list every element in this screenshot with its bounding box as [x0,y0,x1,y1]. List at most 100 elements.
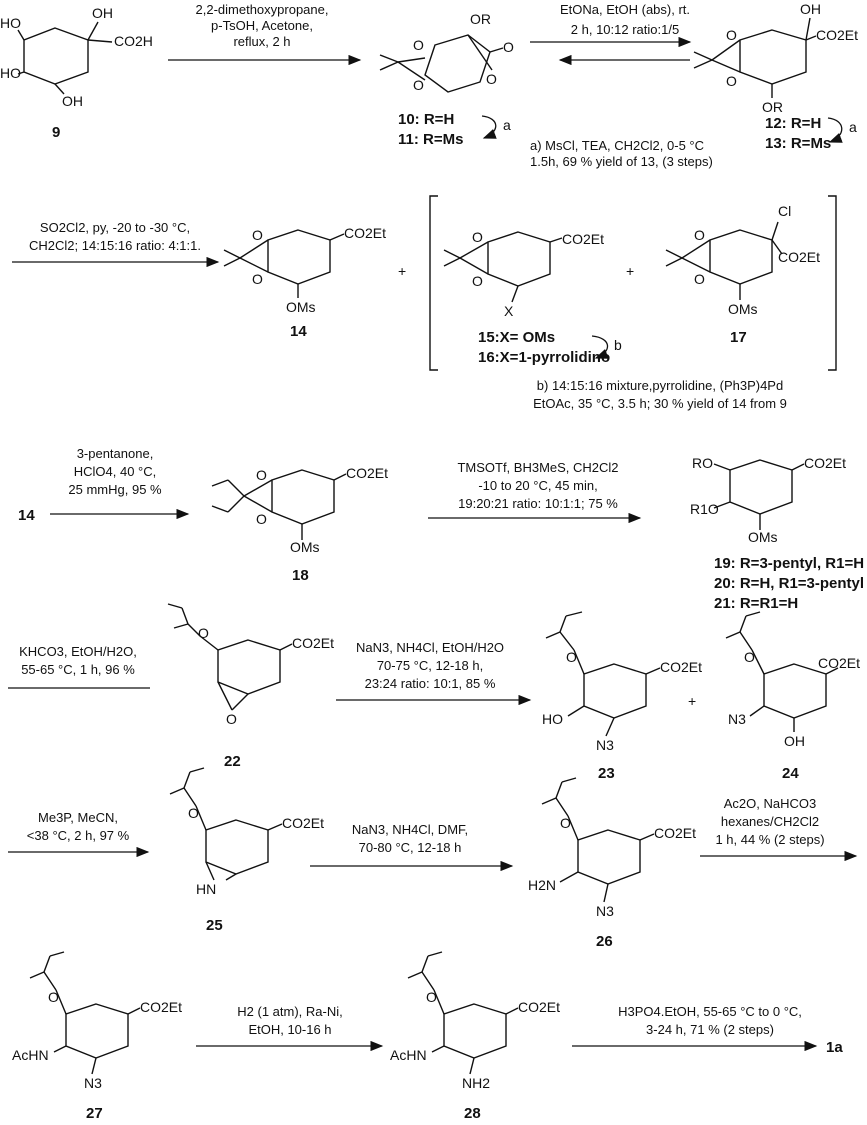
c15-oxygen-2: O [472,273,483,289]
cond2-line1: EtONa, EtOH (abs), rt. [560,2,690,17]
compound-25: O CO2Et HN 25 [169,767,324,934]
c12-label: 12: R=H [765,115,821,132]
c26-ester: CO2Et [654,825,696,841]
c14-ester: CO2Et [344,225,386,241]
row3-cond1-line2: HClO4, 40 °C, [74,464,157,479]
arrow-15-to-16 [591,335,609,359]
compound-10: O O OR O O 10: R=H 11: R=Ms [379,11,514,148]
arrow-10-to-11 [481,115,497,139]
compound-24: O CO2Et N3 OH 24 [725,611,860,782]
c9-hydroxyl-d: OH [62,93,83,109]
plus-sign-2: + [626,263,634,279]
c18-oxygen-2: O [256,511,267,527]
c18-number: 18 [292,567,309,584]
compound-23: O CO2Et HO N3 23 [542,611,702,782]
arrow-12-to-13 [827,117,843,143]
c19-r1o: R1O [690,501,719,517]
c26-azide: N3 [596,903,614,919]
row2-cond-line1: SO2Cl2, py, -20 to -30 °C, [40,220,190,235]
c24-hydroxyl: OH [784,733,805,749]
c9-carboxyl: CO2H [114,33,153,49]
c12-oxygen-1: O [726,27,737,43]
row4-cond2-line1: NaN3, NH4Cl, EtOH/H2O [356,640,504,655]
compound-18: O O CO2Et OMs 18 [211,465,388,584]
row5-cond1-line2: <38 °C, 2 h, 97 % [27,828,130,843]
plus-sign-3: + [688,693,696,709]
c19-mesylate: OMs [748,529,778,545]
c24-azide: N3 [728,711,746,727]
c23-ether-o: O [566,649,577,665]
c27-acetamide: AcHN [12,1047,49,1063]
c10-carbonyl-o: O [503,39,514,55]
row3-cond1-line1: 3-pentanone, [77,446,154,461]
c28-number: 28 [464,1105,481,1122]
c15-oxygen-1: O [472,229,483,245]
compound-19: RO R1O CO2Et OMs 19: R=3-pentyl, R1=H 20… [690,455,864,612]
c10-or: OR [470,11,491,27]
c17-chloro: Cl [778,203,791,219]
c23-number: 23 [598,765,615,782]
row3-cond1-line3: 25 mmHg, 95 % [68,482,162,497]
note-a-line2: 1.5h, 69 % yield of 13, (3 steps) [530,154,713,169]
compound-28: O CO2Et AcHN NH2 28 [390,951,560,1122]
c22-epoxide-o: O [226,711,237,727]
c25-ester: CO2Et [282,815,324,831]
row4-cond2-line2: 70-75 °C, 12-18 h, [377,658,483,673]
row5-cond3-line2: hexanes/CH2Cl2 [721,814,819,829]
row4-cond1-line2: 55-65 °C, 1 h, 96 % [21,662,135,677]
c14-oxygen-2: O [252,271,263,287]
c22-number: 22 [224,753,241,770]
c14-oxygen-1: O [252,227,263,243]
step-b-mark: b [614,337,622,353]
row4-cond2-line3: 23:24 ratio: 10:1, 85 % [365,676,496,691]
c22-ester: CO2Et [292,635,334,651]
compound-12: O O OH CO2Et OR 12: R=H 13: R=Ms [693,1,858,152]
row5-cond2-line2: 70-80 °C, 12-18 h [359,840,462,855]
c16-label: 16:X=1-pyrrolidino [478,349,610,366]
cond1-line1: 2,2-dimethoxypropane, [196,2,329,17]
c28-amine: NH2 [462,1075,490,1091]
c9-hydroxyl-a: HO [0,15,21,31]
c9-hydroxyl-c: HO [0,65,21,81]
c28-ester: CO2Et [518,999,560,1015]
c26-number: 26 [596,933,613,950]
compound-15: O O CO2Et X 15:X= OMs 16:X=1-pyrrolidino [443,229,610,366]
row4-cond1-line1: KHCO3, EtOH/H2O, [19,644,137,659]
c23-hydroxyl: HO [542,711,563,727]
row6-cond1-line2: EtOH, 10-16 h [248,1022,331,1037]
c23-ester: CO2Et [660,659,702,675]
c15-ester: CO2Et [562,231,604,247]
c27-ether-o: O [48,989,59,1005]
c27-number: 27 [86,1105,103,1122]
c17-oxygen-2: O [694,271,705,287]
row6-cond1-line1: H2 (1 atm), Ra-Ni, [237,1004,342,1019]
c13-label: 13: R=Ms [765,135,831,152]
row5-cond3-line1: Ac2O, NaHCO3 [724,796,816,811]
row5-cond1-line1: Me3P, MeCN, [38,810,118,825]
c28-acetamide: AcHN [390,1047,427,1063]
c10-oxygen-2: O [413,77,424,93]
row5-cond3-line3: 1 h, 44 % (2 steps) [715,832,824,847]
c11-label: 11: R=Ms [398,131,463,148]
c12-ester: CO2Et [816,27,858,43]
row3-cond2-line3: 19:20:21 ratio: 10:1:1; 75 % [458,496,618,511]
c14-mesylate: OMs [286,299,316,315]
row3-cond2-line2: -10 to 20 °C, 45 min, [478,478,597,493]
cond2-line2: 2 h, 10:12 ratio:1/5 [571,22,679,37]
note-b-line1: b) 14:15:16 mixture,pyrrolidine, (Ph3P)4… [537,378,783,393]
start-compound-14: 14 [18,507,35,524]
c24-ester: CO2Et [818,655,860,671]
c9-hydroxyl-b: OH [92,5,113,21]
compound-17: O O Cl CO2Et OMs 17 [665,203,820,346]
cond1-line3: reflux, 2 h [233,34,290,49]
c24-number: 24 [782,765,799,782]
step-a-mark-1: a [503,117,511,133]
c9-number: 9 [52,124,60,141]
row6-cond2-line1: H3PO4.EtOH, 55-65 °C to 0 °C, [618,1004,802,1019]
c17-mesylate: OMs [728,301,758,317]
c17-ester: CO2Et [778,249,820,265]
c25-aziridine-nh: HN [196,881,216,897]
c19-ro: RO [692,455,713,471]
